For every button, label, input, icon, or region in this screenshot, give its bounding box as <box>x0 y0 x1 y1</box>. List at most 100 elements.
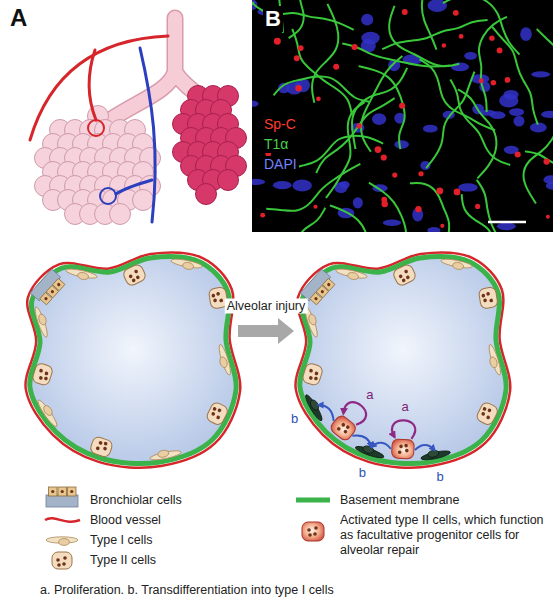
nucleus <box>509 108 524 116</box>
nucleus <box>531 71 550 77</box>
nucleus <box>394 140 409 148</box>
type-ii-icon <box>52 552 72 569</box>
alveolar-space <box>300 257 507 464</box>
type-ii-cell <box>89 436 113 458</box>
stain-label: DAPI <box>262 156 299 173</box>
membrane-stain <box>537 29 553 126</box>
membrane-stain <box>330 205 373 232</box>
alveolus-sac <box>218 170 239 191</box>
type-i-cell <box>170 257 203 272</box>
type-i-cell <box>149 447 182 462</box>
legend-icons <box>45 487 330 569</box>
micrograph <box>180 0 553 293</box>
vessel <box>89 50 96 120</box>
spc-dot <box>295 85 301 91</box>
alveolar-cluster <box>35 106 161 225</box>
spc-dot <box>440 224 444 228</box>
inflated-cluster <box>173 86 247 205</box>
membrane-stain <box>458 89 497 178</box>
stain-label: Sp-C <box>262 116 298 133</box>
type-i-cell <box>335 267 368 282</box>
arrow-label: Alveolar injury <box>225 299 308 314</box>
callout-letter: b <box>437 470 444 486</box>
spc-dot <box>375 146 382 153</box>
nucleus <box>497 222 516 230</box>
legend-text: Activated type II cells, which function … <box>340 513 545 558</box>
membrane-stain <box>292 29 352 115</box>
capillary-loop <box>100 188 116 204</box>
spc-dot <box>415 206 421 212</box>
legend-text: Type I cells <box>90 533 153 548</box>
nucleus <box>252 101 259 107</box>
nucleus <box>520 27 532 41</box>
nucleus <box>513 116 524 127</box>
type-ii-cell <box>478 287 498 309</box>
alveolus-sac <box>110 204 131 225</box>
basement-membrane <box>30 257 237 464</box>
nucleus <box>541 111 553 118</box>
callout-letter: a <box>366 387 373 403</box>
membrane-stain <box>443 0 520 55</box>
membrane-stain <box>326 102 365 198</box>
spc-dot <box>294 55 300 61</box>
activated-icon <box>302 522 324 541</box>
spc-dot <box>546 215 550 219</box>
type-ii-cell <box>392 263 417 287</box>
injury-arrow <box>238 318 294 344</box>
bronchiolar-icon <box>46 487 78 507</box>
nucleus <box>499 94 518 108</box>
panel-letter: A <box>10 4 27 33</box>
type-i-cell <box>33 305 52 338</box>
nucleus <box>464 52 477 60</box>
legend-text: Blood vessel <box>90 513 161 528</box>
membrane-stain <box>523 110 553 204</box>
spc-dot <box>418 171 423 176</box>
spc-dot <box>274 38 281 45</box>
type-ii-cell <box>31 362 53 386</box>
bronchus-outline <box>110 18 208 120</box>
spc-dot <box>491 80 497 86</box>
callout-letter: a <box>402 399 409 415</box>
lung-illustration <box>30 18 247 225</box>
legend-text: Bronchiolar cells <box>90 493 182 508</box>
nucleus <box>383 219 401 226</box>
membrane-stain <box>312 4 338 103</box>
spc-dot <box>402 9 408 15</box>
spc-dot <box>442 43 447 48</box>
spc-dot <box>515 151 521 157</box>
vessel <box>116 180 152 194</box>
spc-dot <box>436 187 443 194</box>
spc-dot <box>489 35 494 40</box>
bronchus <box>110 18 208 120</box>
transdifferentiation-arrow <box>371 443 390 449</box>
type-i-icon <box>46 537 78 546</box>
spc-dot <box>316 96 321 101</box>
membrane-stain <box>274 76 370 101</box>
bronchiolar-cells <box>30 269 66 306</box>
spc-dot <box>352 44 358 50</box>
spc-dot <box>381 154 387 160</box>
blood-vessel-icon <box>45 518 80 521</box>
capillary-loop <box>88 120 104 136</box>
nucleus <box>292 180 311 192</box>
transdifferentiation-arrow <box>415 445 435 450</box>
nucleus <box>423 125 438 133</box>
spc-dot <box>459 34 464 39</box>
type-i-cell <box>485 344 503 377</box>
spc-dot <box>505 77 511 83</box>
nucleus <box>458 183 477 191</box>
alveolus-sac <box>133 190 154 211</box>
spc-dot <box>497 47 503 53</box>
basement-membrane-icon <box>296 498 330 503</box>
spc-dot <box>260 213 265 218</box>
spc-dot <box>381 197 387 203</box>
spc-dot <box>313 205 317 209</box>
spc-dot <box>454 189 461 196</box>
nucleus <box>372 113 386 125</box>
type-i-cell <box>65 267 98 282</box>
spc-dot <box>479 78 484 83</box>
proliferation-arrow <box>392 420 416 439</box>
injured-type-i-cell <box>420 447 451 462</box>
basement-membrane <box>300 257 507 464</box>
